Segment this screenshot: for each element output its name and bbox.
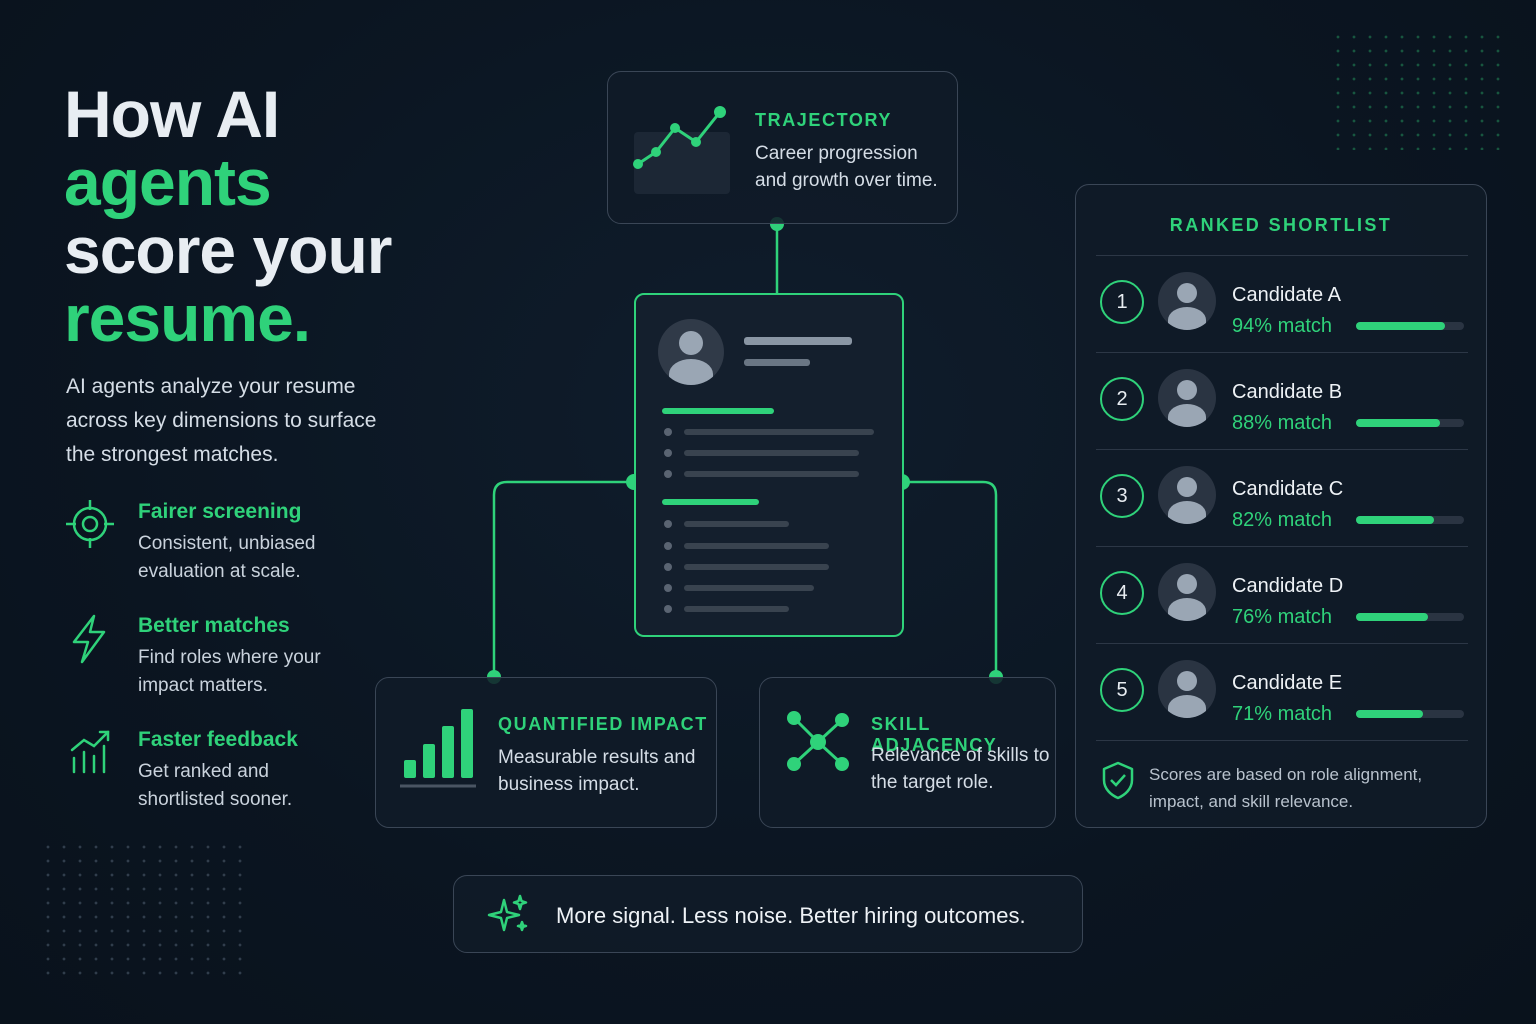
tagline-banner: More signal. Less noise. Better hiring o… — [453, 875, 1083, 953]
growth-chart-icon — [70, 730, 110, 774]
benefit-desc: Get ranked and shortlisted sooner. — [138, 761, 293, 810]
resume-document — [634, 293, 904, 637]
divider — [1096, 740, 1468, 741]
candidate-name: Candidate B — [1232, 381, 1343, 403]
match-bar-fill — [1356, 419, 1440, 427]
headline-line-4: resume. — [64, 281, 311, 355]
benefit-title: Better matches — [138, 614, 290, 637]
bar-chart-icon — [400, 709, 476, 788]
match-bar — [1356, 710, 1464, 718]
card-title: SKILL ADJACENCY — [871, 714, 998, 755]
headline-line-3: score your — [64, 213, 392, 287]
network-icon — [787, 711, 849, 771]
target-icon — [66, 500, 114, 548]
rank-badge: 1 — [1100, 280, 1144, 324]
match-bar-fill — [1356, 710, 1424, 718]
candidate-match: 76% match — [1232, 606, 1333, 628]
card-desc: Measurable results and business impact. — [498, 747, 696, 795]
decorative-dots — [40, 840, 250, 980]
candidate-name: Candidate C — [1232, 478, 1344, 500]
lightning-icon — [72, 614, 106, 664]
avatar — [1158, 369, 1216, 427]
shield-check-icon — [1102, 761, 1134, 800]
avatar — [658, 319, 724, 385]
sparkle-icon — [487, 894, 528, 932]
decorative-dots — [1330, 30, 1510, 150]
card-title: QUANTIFIED IMPACT — [498, 714, 708, 734]
line-chart-icon — [633, 106, 730, 194]
intro-text: AI agents analyze your resume across key… — [66, 375, 377, 466]
card-desc: Career progression and growth over time. — [755, 143, 938, 191]
quantified-impact-card: QUANTIFIED IMPACT Measurable results and… — [375, 677, 717, 828]
rank-badge: 3 — [1100, 474, 1144, 518]
candidate-row: 1 Candidate A 94% match — [1096, 255, 1468, 352]
trajectory-card: TRAJECTORY Career progression and growth… — [607, 71, 958, 224]
match-bar — [1356, 516, 1464, 524]
match-bar-fill — [1356, 613, 1429, 621]
benefit-desc: Find roles where your impact matters. — [138, 647, 321, 696]
avatar — [1158, 272, 1216, 330]
benefit-better-matches: Better matches Find roles where your imp… — [66, 614, 366, 714]
match-bar-fill — [1356, 516, 1434, 524]
headline-line-1: How AI — [64, 77, 280, 151]
candidate-name: Candidate D — [1232, 575, 1344, 597]
candidate-match: 94% match — [1232, 315, 1333, 337]
benefit-desc: Consistent, unbiased evaluation at scale… — [138, 533, 316, 582]
rank-badge: 5 — [1100, 668, 1144, 712]
rank-badge: 4 — [1100, 571, 1144, 615]
candidate-row: 4 Candidate D 76% match — [1096, 546, 1468, 643]
benefit-fairer-screening: Fairer screening Consistent, unbiased ev… — [66, 500, 366, 600]
candidate-row: 3 Candidate C 82% match — [1096, 449, 1468, 546]
tagline-text: More signal. Less noise. Better hiring o… — [556, 903, 1026, 928]
match-bar-fill — [1356, 322, 1446, 330]
match-bar — [1356, 613, 1464, 621]
benefit-title: Fairer screening — [138, 500, 302, 523]
candidate-match: 71% match — [1232, 703, 1333, 725]
avatar — [1158, 563, 1216, 621]
shortlist-title: RANKED SHORTLIST — [1169, 215, 1393, 235]
candidate-match: 88% match — [1232, 412, 1333, 434]
avatar — [1158, 660, 1216, 718]
shortlist-note: Scores are based on role alignment, impa… — [1149, 765, 1423, 811]
headline: How AI agents score your resume. — [64, 80, 424, 352]
candidate-row: 5 Candidate E 71% match — [1096, 643, 1468, 740]
card-title: TRAJECTORY — [755, 110, 893, 130]
avatar — [1158, 466, 1216, 524]
card-desc: Relevance of skills to the target role. — [871, 745, 1050, 793]
match-bar — [1356, 322, 1464, 330]
match-bar — [1356, 419, 1464, 427]
candidate-name: Candidate A — [1232, 284, 1341, 306]
benefit-title: Faster feedback — [138, 728, 298, 751]
benefit-faster-feedback: Faster feedback Get ranked and shortlist… — [66, 728, 366, 828]
candidate-row: 2 Candidate B 88% match — [1096, 352, 1468, 449]
rank-badge: 2 — [1100, 377, 1144, 421]
skill-adjacency-card: SKILL ADJACENCY Relevance of skills to t… — [759, 677, 1056, 828]
headline-line-2: agents — [64, 145, 272, 219]
candidate-match: 82% match — [1232, 509, 1333, 531]
candidate-name: Candidate E — [1232, 672, 1343, 694]
